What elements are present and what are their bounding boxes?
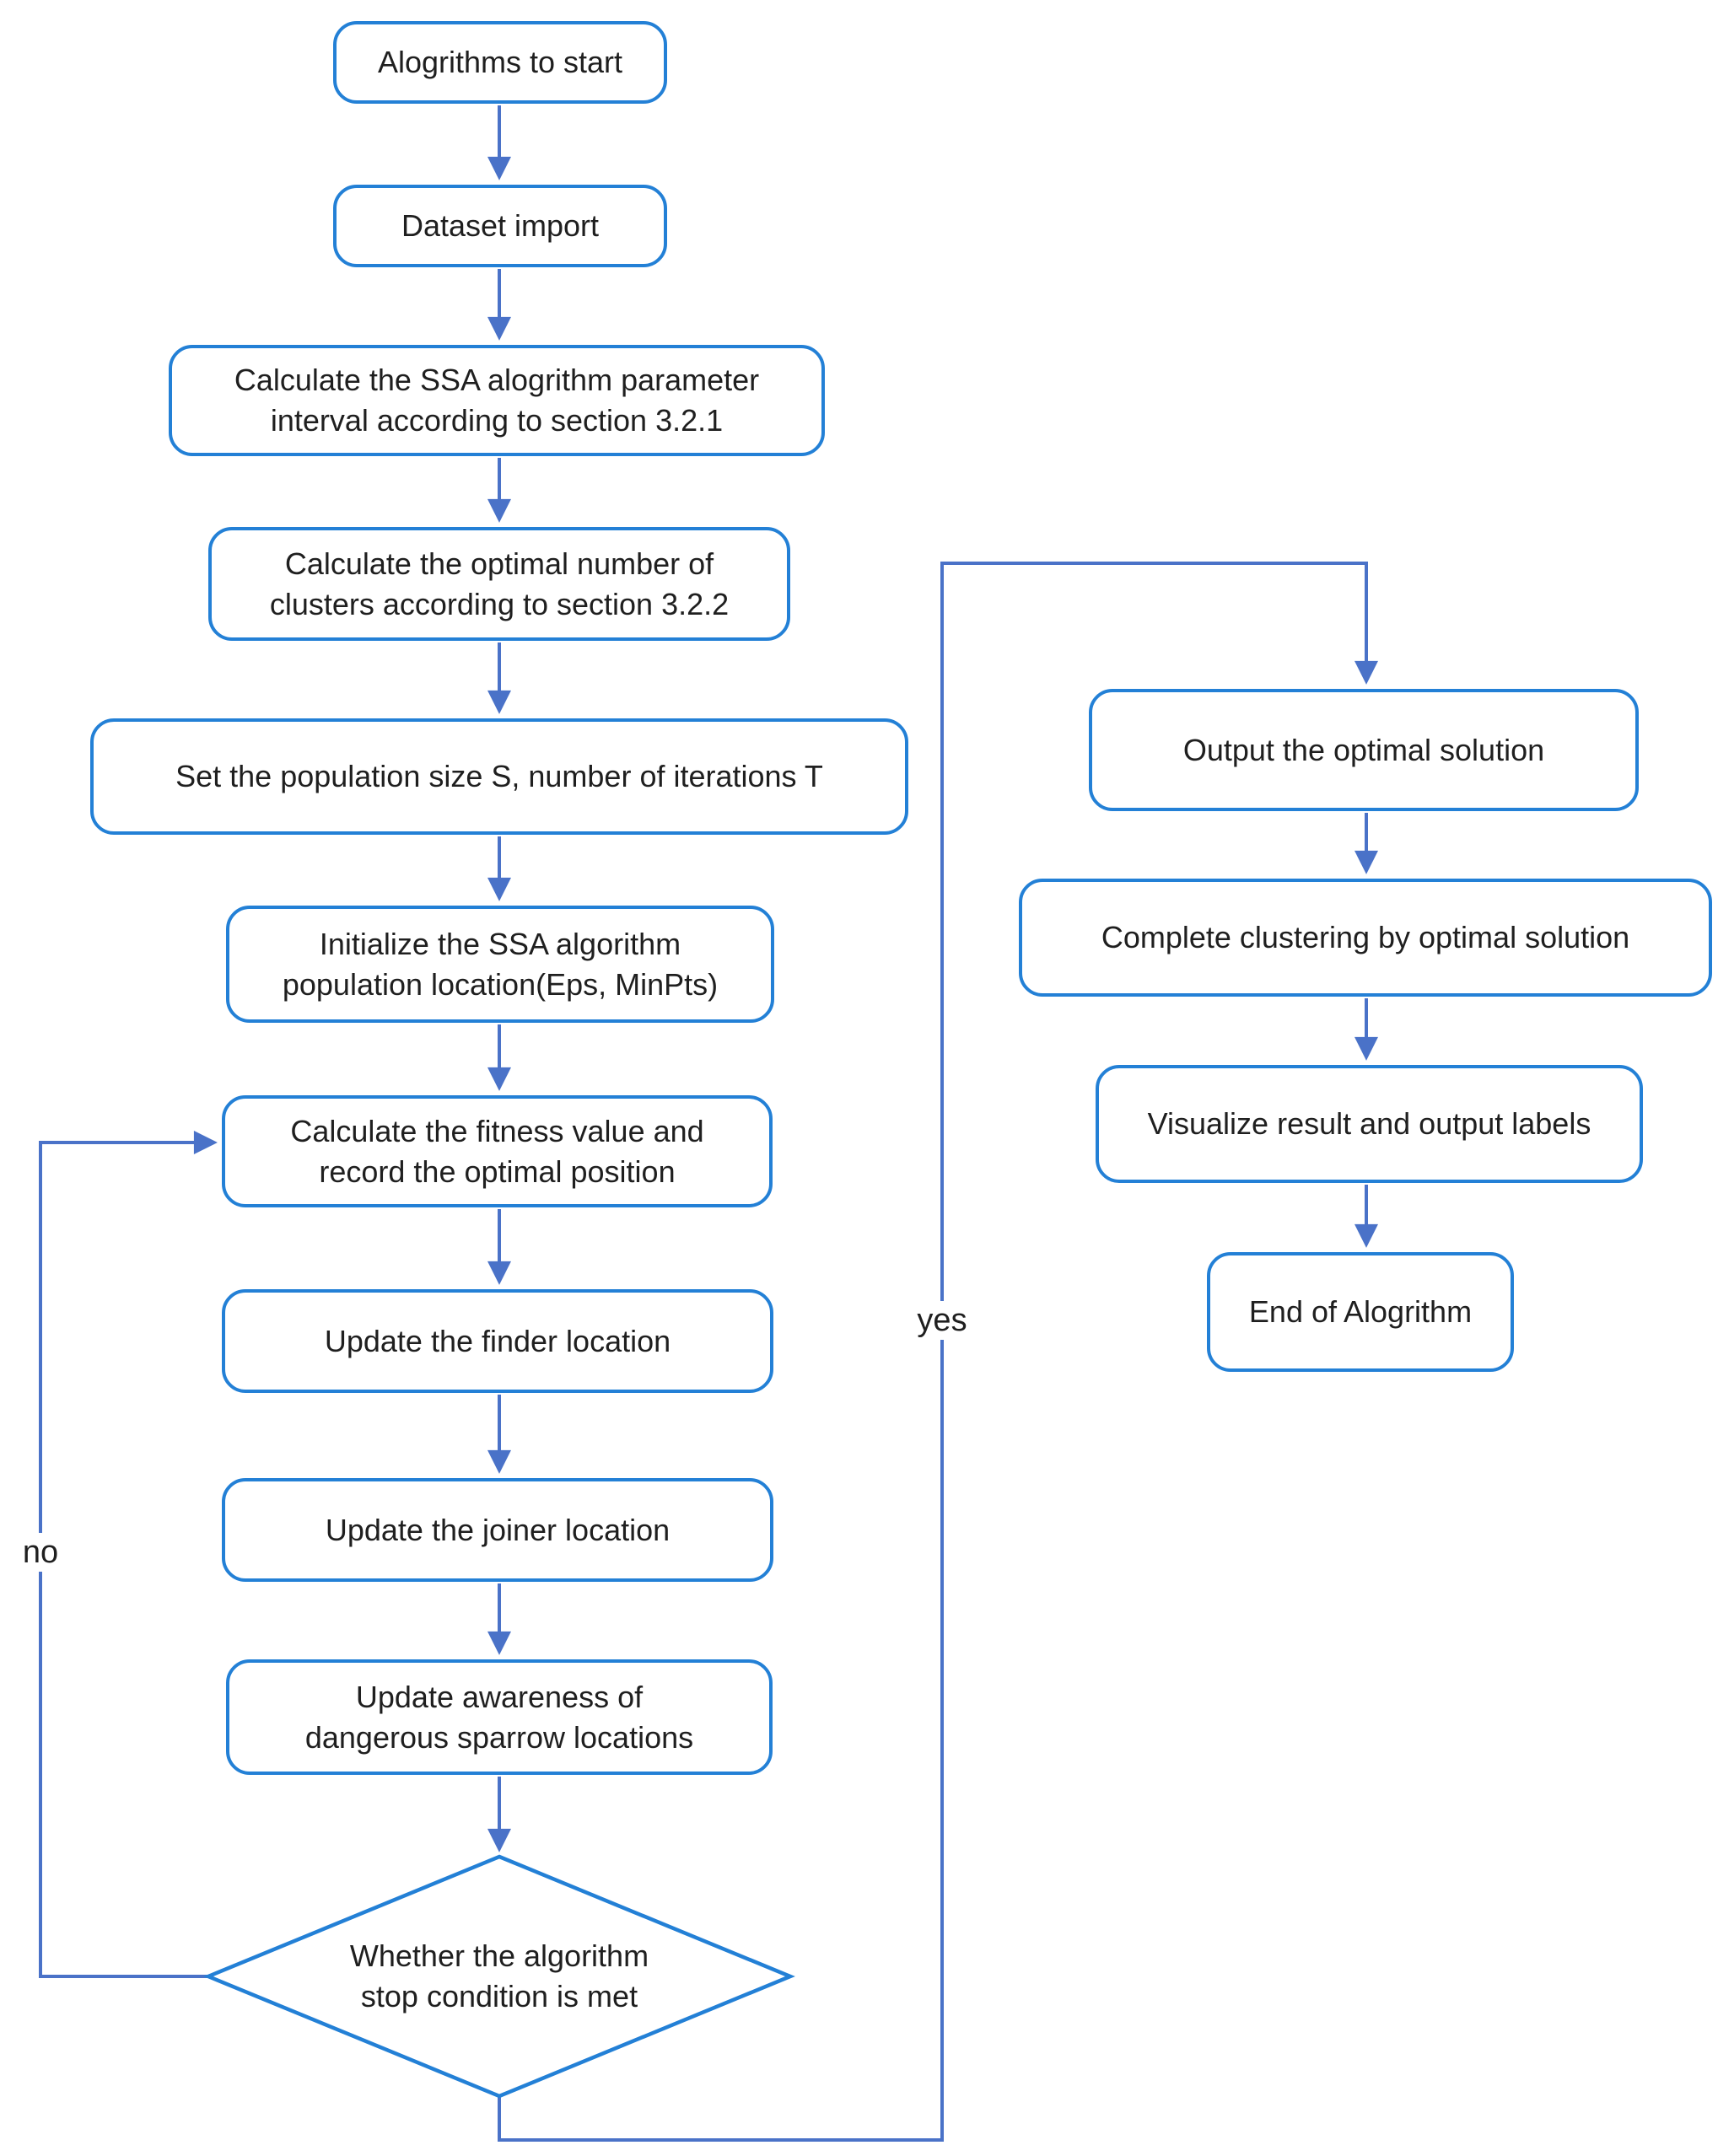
- node-update-awareness: Update awareness of dangerous sparrow lo…: [226, 1659, 773, 1775]
- edge-label-yes: yes: [908, 1301, 976, 1340]
- node-calc-optimal-clusters-label: Calculate the optimal number of clusters…: [269, 546, 730, 621]
- node-set-population-size-label: Set the population size S, number of ite…: [175, 759, 823, 794]
- node-calc-parameter-interval: Calculate the SSA alogrithm parameter in…: [169, 345, 825, 456]
- node-update-joiner: Update the joiner location: [222, 1478, 773, 1582]
- node-calc-fitness: Calculate the fitness value and record t…: [222, 1095, 773, 1207]
- node-end: End of Alogrithm: [1207, 1252, 1514, 1372]
- node-decision-stop-condition: Whether the algorithm stop condition is …: [288, 1907, 710, 2046]
- edge-label-no: no: [13, 1533, 67, 1572]
- node-decision-stop-condition-label: Whether the algorithm stop condition is …: [349, 1938, 649, 2014]
- node-end-label: End of Alogrithm: [1248, 1294, 1473, 1330]
- node-calc-fitness-label: Calculate the fitness value and record t…: [290, 1113, 704, 1189]
- node-start-label: Alogrithms to start: [377, 45, 623, 80]
- node-calc-parameter-interval-label: Calculate the SSA alogrithm parameter in…: [234, 363, 760, 438]
- node-dataset-import: Dataset import: [333, 185, 667, 267]
- node-complete-clustering-label: Complete clustering by optimal solution: [1101, 920, 1630, 955]
- connector-yes-path: [498, 562, 1378, 2142]
- node-start: Alogrithms to start: [333, 21, 667, 104]
- node-dataset-import-label: Dataset import: [401, 208, 600, 244]
- node-initialize-population: Initialize the SSA algorithm population …: [226, 906, 774, 1023]
- node-visualize-result-label: Visualize result and output labels: [1147, 1106, 1591, 1142]
- node-update-finder-label: Update the finder location: [324, 1323, 671, 1358]
- node-initialize-population-label: Initialize the SSA algorithm population …: [282, 926, 719, 1002]
- node-set-population-size: Set the population size S, number of ite…: [90, 718, 908, 835]
- node-output-solution-label: Output the optimal solution: [1182, 732, 1545, 767]
- node-update-finder: Update the finder location: [222, 1289, 773, 1393]
- node-update-joiner-label: Update the joiner location: [325, 1512, 671, 1547]
- decision-diamond-shape: [203, 1854, 795, 2099]
- node-output-solution: Output the optimal solution: [1089, 689, 1639, 811]
- node-update-awareness-label: Update awareness of dangerous sparrow lo…: [304, 1679, 694, 1755]
- node-calc-optimal-clusters: Calculate the optimal number of clusters…: [208, 527, 790, 641]
- node-complete-clustering: Complete clustering by optimal solution: [1019, 879, 1712, 997]
- node-visualize-result: Visualize result and output labels: [1096, 1065, 1643, 1183]
